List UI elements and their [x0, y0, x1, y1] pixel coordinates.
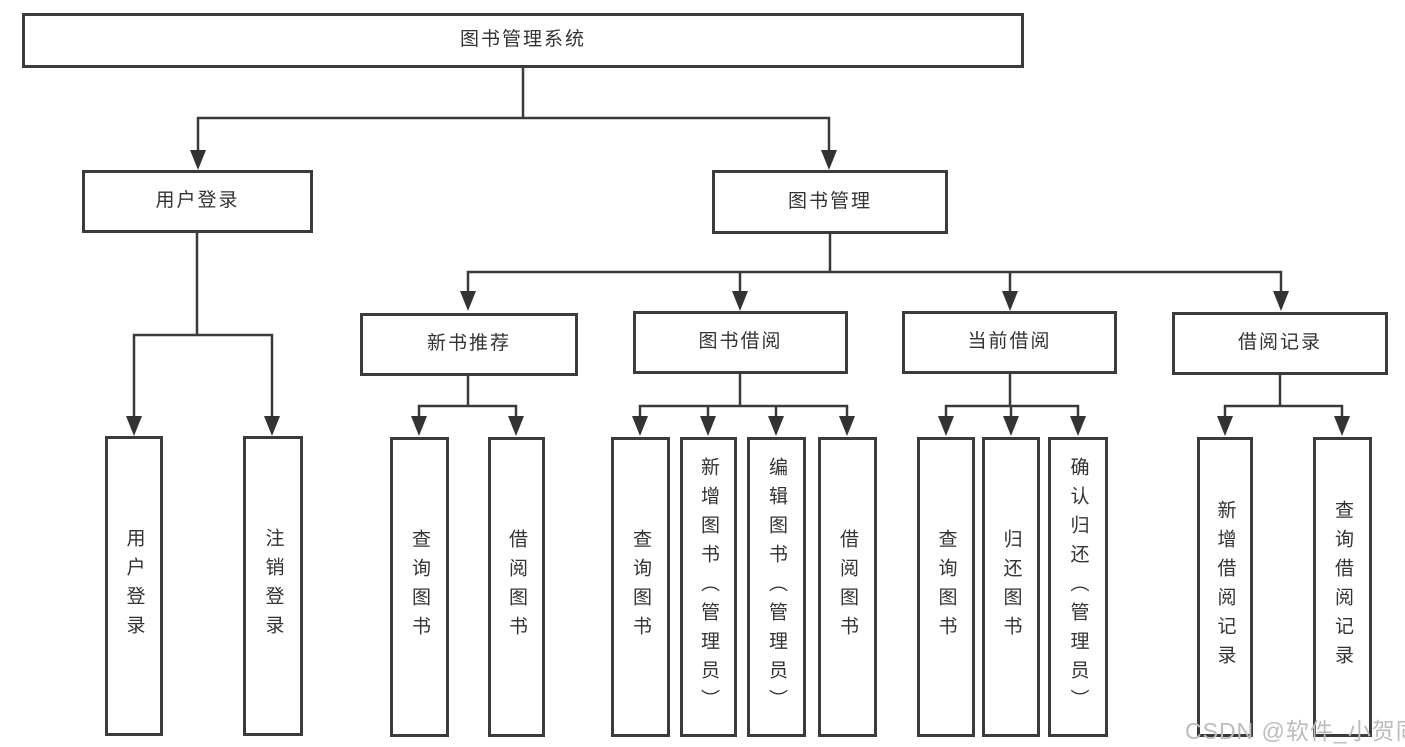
leaf-user-login: 用户登录	[105, 436, 163, 736]
csdn-watermark: CSDN @软件_小贺同学	[1185, 718, 1405, 744]
connector-current-borrowing-split	[938, 372, 1086, 436]
node-book-management: 图书管理	[712, 170, 948, 234]
leaf-edit-books-admin: 编辑图书（管理员）	[747, 437, 806, 737]
connector-borrowing-records-split	[1217, 373, 1350, 436]
leaf-query-books-recommend: 查询图书	[390, 437, 449, 737]
connector-book-borrowing-split	[632, 372, 855, 436]
leaf-add-borrow-record: 新增借阅记录	[1197, 437, 1253, 737]
leaf-logout-login: 注销登录	[243, 436, 303, 736]
node-borrowing-records: 借阅记录	[1172, 312, 1388, 375]
leaf-query-books-current: 查询图书	[917, 437, 975, 737]
connector-user-login-split	[126, 231, 280, 436]
leaf-query-borrow-record: 查询借阅记录	[1313, 437, 1372, 737]
node-new-book-recommend: 新书推荐	[360, 313, 578, 376]
connector-root-split	[190, 66, 837, 170]
node-user-login: 用户登录	[82, 170, 313, 233]
node-book-borrowing: 图书借阅	[633, 311, 848, 374]
leaf-borrow-books-borrowing: 借阅图书	[818, 437, 877, 737]
leaf-borrow-books-recommend: 借阅图书	[488, 437, 545, 737]
leaf-query-books-borrowing: 查询图书	[611, 437, 670, 737]
connector-book-management-split	[460, 232, 1289, 311]
node-current-borrowing: 当前借阅	[902, 311, 1117, 374]
leaf-add-books-admin: 新增图书（管理员）	[680, 437, 737, 737]
node-root: 图书管理系统	[22, 13, 1024, 68]
connector-new-book-recommend-split	[411, 374, 524, 436]
leaf-return-books: 归还图书	[982, 437, 1040, 737]
leaf-confirm-return-admin: 确认归还（管理员）	[1048, 437, 1108, 737]
